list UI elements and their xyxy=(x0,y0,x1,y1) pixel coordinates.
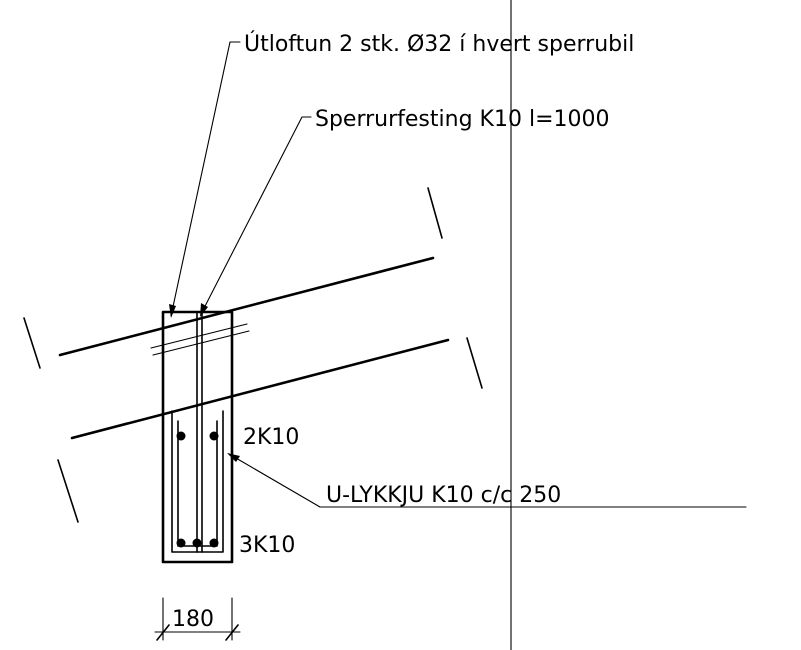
break-mark-lower-right xyxy=(466,337,483,389)
rebar-bottom-left xyxy=(176,538,186,548)
stirrup-label: U-LYKKJU K10 c/c 250 xyxy=(326,483,561,508)
break-mark-upper-right xyxy=(427,187,443,239)
leader-anchor-note xyxy=(200,116,312,315)
leader-stirrup-arrowhead xyxy=(227,453,240,462)
u-stirrup-outer xyxy=(171,410,224,553)
hatch-line xyxy=(152,330,250,356)
roof-bottom-line xyxy=(70,338,450,440)
top-bars-label: 2K10 xyxy=(243,425,299,450)
rebar-top-left xyxy=(176,431,186,441)
bottom-bars-label: 3K10 xyxy=(239,533,295,558)
hatch-line xyxy=(150,323,248,349)
rafter-anchor-label: Sperrurfesting K10 l=1000 xyxy=(315,107,610,132)
vent-note-label: Útloftun 2 stk. Ø32 í hvert sperrubil xyxy=(244,31,634,57)
dim-tick-left xyxy=(156,624,170,641)
width-dimension-label: 180 xyxy=(172,607,214,632)
break-mark-lower-left xyxy=(57,459,79,523)
leader-vent-arrowhead xyxy=(169,304,176,318)
leader-anchor-arrowhead xyxy=(200,303,208,317)
break-mark-upper-left xyxy=(23,317,41,369)
roof-top-line xyxy=(58,256,435,357)
rebar-bottom-middle xyxy=(192,538,202,548)
leader-stirrup-note xyxy=(228,453,747,508)
dim-tick-right xyxy=(225,624,239,641)
rebar-bottom-right xyxy=(209,538,219,548)
rebar-top-right xyxy=(209,431,219,441)
leader-vent-note xyxy=(170,41,241,317)
